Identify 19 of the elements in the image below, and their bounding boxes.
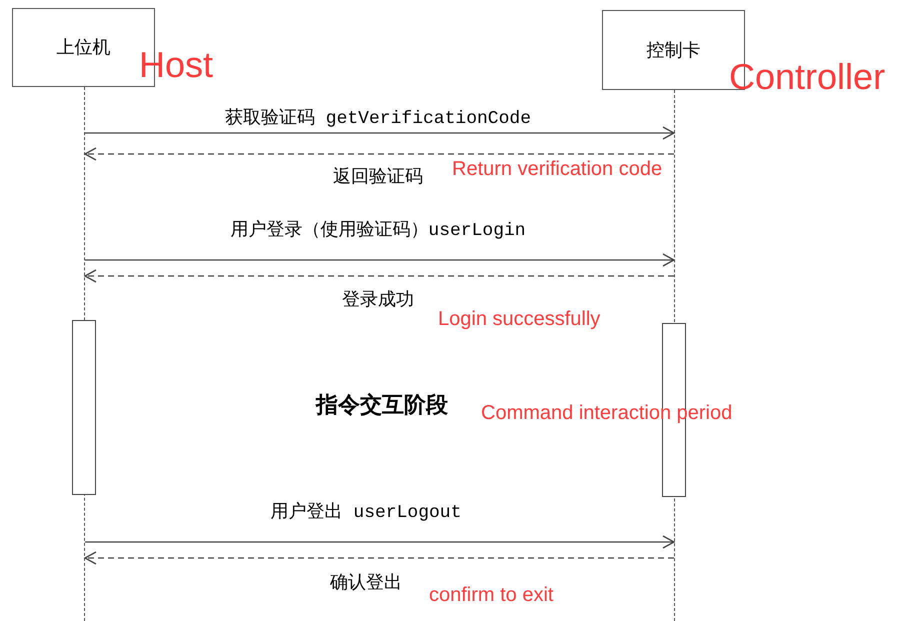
participant-name: 控制卡	[646, 38, 700, 62]
message-arrow	[84, 269, 674, 283]
message-label: 用户登录（使用验证码）userLogin	[230, 218, 526, 243]
message-label: 返回验证码	[333, 166, 423, 190]
message-label: 登录成功	[342, 289, 414, 313]
translation-note: Login successfully	[438, 307, 600, 332]
message-arrow	[85, 126, 675, 140]
message-arrow	[84, 551, 674, 565]
translation-note: confirm to exit	[429, 583, 554, 608]
message-arrow	[84, 147, 674, 161]
message-arrow	[85, 535, 675, 549]
message-arrow	[85, 253, 675, 267]
translation-note: Return verification code	[452, 157, 662, 182]
message-label: 获取验证码 getVerificationCode	[224, 107, 532, 131]
message-label: 确认登出	[330, 572, 402, 596]
phase-label: 指令交互阶段	[316, 391, 448, 419]
message-label: 用户登出 userLogout	[270, 500, 462, 525]
participant-name: 上位机	[56, 36, 110, 59]
activation-bar	[72, 320, 96, 495]
